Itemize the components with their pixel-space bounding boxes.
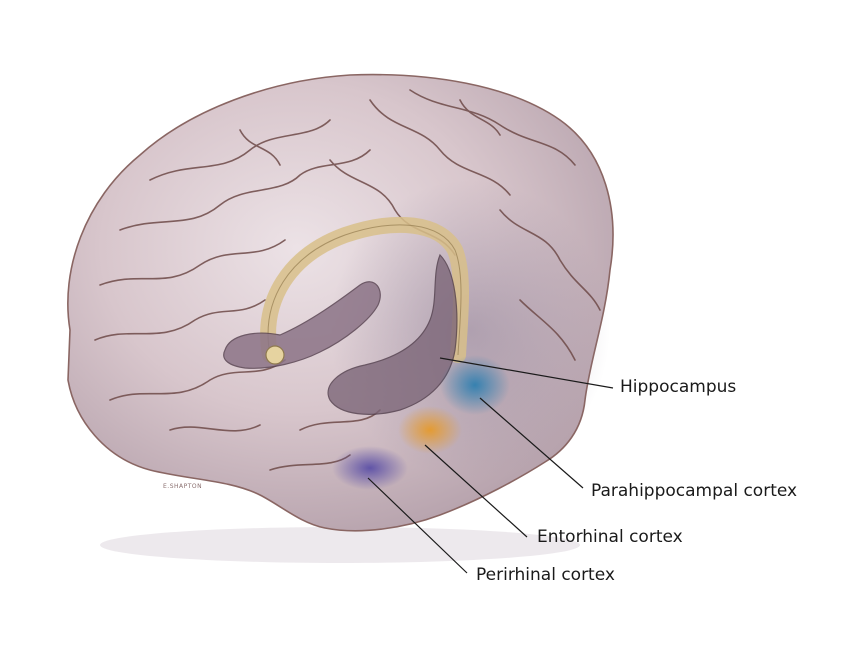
artist-signature: E.SHAPTON [163,483,202,490]
leader-parahippocampal [479,397,584,489]
label-parahippocampal-cortex: Parahippocampal cortex [591,481,797,501]
hippocampus-structure [223,281,381,369]
label-perirhinal-cortex: Perirhinal cortex [476,565,615,585]
label-entorhinal-cortex: Entorhinal cortex [537,527,683,547]
hippocampus-tail [327,253,458,415]
leader-entorhinal [424,444,528,538]
fornix-end [265,345,285,365]
brain-shadow [100,527,580,563]
entorhinal-region [398,406,462,454]
leader-hippocampus [439,357,614,389]
leader-perirhinal [367,477,468,574]
parahippocampal-region [440,355,510,415]
perirhinal-region [332,446,408,490]
sulci [94,89,601,471]
label-hippocampus: Hippocampus [620,377,736,397]
